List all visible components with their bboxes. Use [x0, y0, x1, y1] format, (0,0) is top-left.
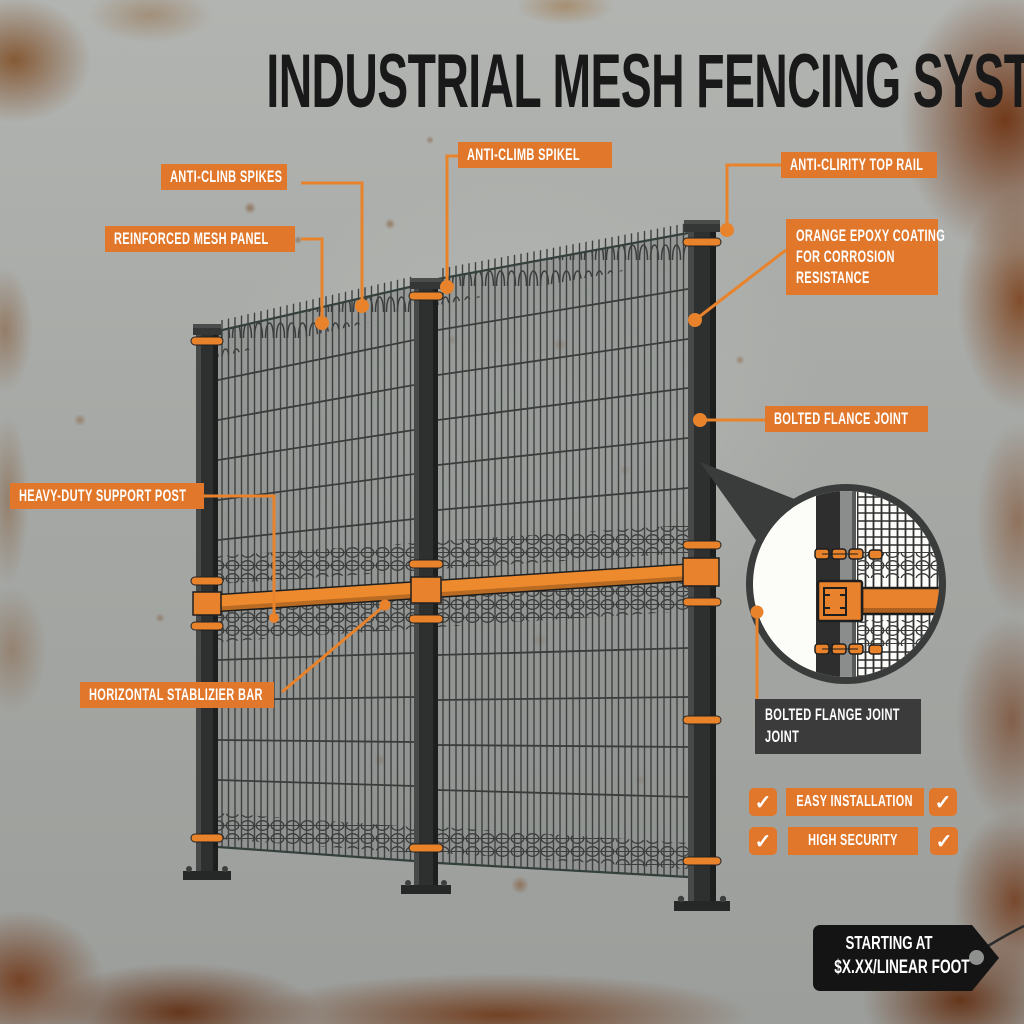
bolt-bands: [190, 237, 722, 866]
label-heavy-duty-support-post: HEAVY-DUTY SUPPORT POST: [10, 483, 204, 509]
checkmark-icon: ✓: [929, 788, 957, 816]
label-anti-climb-spikes: ANTI-CLINB SPIKES: [161, 164, 287, 190]
detail-magnifier: [700, 462, 946, 684]
leader-line-reinforced: [301, 237, 324, 323]
label-bolted-flange-joint-joint: BOLTED FLANGE JOINT JOINT: [755, 699, 921, 754]
price-tag: STARTING AT $X.XX/LINEAR FOOT: [813, 925, 999, 991]
mesh-panel-right: [437, 223, 689, 879]
label-bolted-flance-joint: BOLTED FLANCE JOINT: [765, 406, 928, 432]
label-anti-climb-spikel: ANTI-CLIMB SPIKEL: [458, 142, 612, 168]
checkmark-icon: ✓: [749, 827, 777, 855]
checkmark-icon: ✓: [930, 827, 958, 855]
feature-high-security: HIGH SECURITY: [788, 827, 918, 855]
tag-hole: [969, 950, 984, 965]
leader-lines: [204, 154, 787, 699]
flange-plates: [192, 557, 720, 616]
label-horizontal-stablizier-bar: HORIZONTAL STABLIZIER BAR: [80, 682, 274, 708]
leader-dots: [269, 223, 764, 623]
price-tag-text: STARTING AT $X.XX/LINEAR FOOT: [834, 933, 970, 978]
label-anti-clirity-top-rail: ANTI-CLIRITY TOP RAIL: [781, 152, 937, 178]
feature-easy-installation: EASY INSTALLATION: [786, 788, 924, 816]
page-title: INDUSTRIAL MESH FENCING SYSTEM: [266, 39, 1024, 124]
label-reinforced-mesh-panel: REINFORCED MESH PANEL: [105, 226, 295, 252]
checkmark-icon: ✓: [749, 788, 777, 816]
mesh-panel-left: [217, 276, 415, 863]
label-orange-epoxy-coating: ORANGE EPOXY COATING FOR CORROSION RESIS…: [786, 219, 945, 295]
